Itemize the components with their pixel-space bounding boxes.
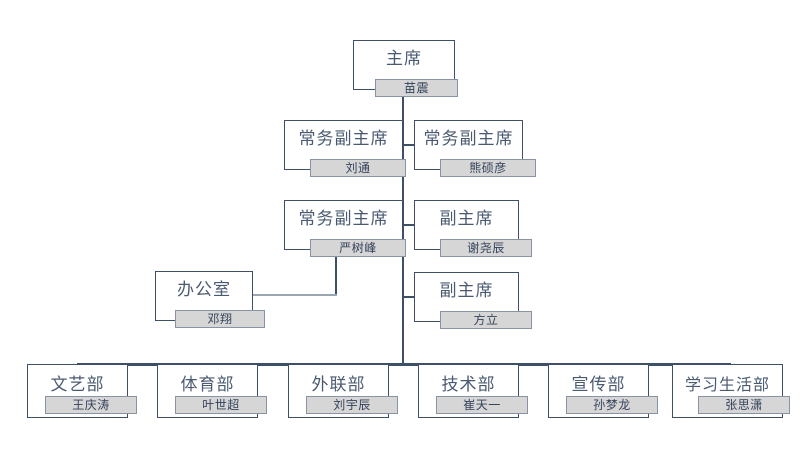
node-dept-sports-name: 叶世超 [202,398,240,412]
node-office-name: 邓翔 [207,312,233,326]
node-dept-sports-title: 体育部 [180,374,235,395]
trunk-vertical-line [402,90,404,365]
node-dept-arts-name: 王庆涛 [72,398,110,412]
node-dept-tech-name-box: 崔天一 [436,396,528,414]
node-dept-tech-name: 崔天一 [463,398,501,412]
connector-vice-2 [403,296,415,298]
node-vice-1-name-box: 谢尧辰 [440,239,532,257]
node-dept-arts-name-box: 王庆涛 [45,396,137,414]
node-exec-vice-2-title: 常务副主席 [423,128,514,149]
node-dept-outreach[interactable]: 外联部 刘宇辰 [288,364,398,420]
node-vice-1-title: 副主席 [439,208,494,229]
node-dept-tech[interactable]: 技术部 崔天一 [418,364,528,420]
node-chairman-title: 主席 [386,48,422,69]
connector-exec-vice-1 [403,144,415,146]
node-exec-vice-2[interactable]: 常务副主席 熊硕彦 [414,120,536,178]
office-elbow-horizontal [252,294,337,296]
node-vice-1[interactable]: 副主席 谢尧辰 [414,200,532,258]
node-dept-study-life[interactable]: 学习生活部 张思潇 [672,364,790,420]
node-office[interactable]: 办公室 邓翔 [155,271,265,329]
node-dept-outreach-name: 刘宇辰 [333,398,371,412]
node-dept-publicity[interactable]: 宣传部 孙梦龙 [548,364,658,420]
node-dept-publicity-name: 孙梦龙 [593,398,631,412]
node-exec-vice-1-name-box: 刘通 [310,159,406,177]
node-exec-vice-2-name-box: 熊硕彦 [440,159,536,177]
node-exec-vice-1[interactable]: 常务副主席 刘通 [284,120,406,178]
node-exec-vice-1-title: 常务副主席 [298,128,389,149]
node-dept-study-life-name-box: 张思潇 [698,396,790,414]
node-exec-vice-3-name-box: 严树峰 [310,239,406,257]
node-dept-study-life-title: 学习生活部 [684,375,770,394]
node-vice-2[interactable]: 副主席 方立 [414,272,532,330]
department-bus-bar [77,363,731,366]
node-exec-vice-3-title: 常务副主席 [298,208,389,229]
node-dept-publicity-name-box: 孙梦龙 [566,396,658,414]
node-dept-arts[interactable]: 文艺部 王庆涛 [27,364,137,420]
node-dept-outreach-name-box: 刘宇辰 [306,396,398,414]
node-office-title: 办公室 [177,279,231,300]
node-dept-arts-title: 文艺部 [50,374,105,395]
node-exec-vice-3[interactable]: 常务副主席 严树峰 [284,200,406,258]
node-vice-2-name: 方立 [473,313,499,327]
node-dept-publicity-title: 宣传部 [571,374,626,395]
node-dept-sports-name-box: 叶世超 [175,396,267,414]
node-vice-1-name: 谢尧辰 [467,241,505,255]
node-dept-study-life-name: 张思潇 [725,398,763,412]
node-office-name-box: 邓翔 [175,310,265,328]
node-exec-vice-3-name: 严树峰 [339,241,377,255]
node-dept-tech-title: 技术部 [441,374,496,395]
office-elbow-vertical [335,248,337,296]
node-vice-2-title: 副主席 [439,280,494,301]
node-exec-vice-1-name: 刘通 [345,161,371,175]
node-chairman-name-box: 苗震 [375,79,458,97]
node-dept-sports[interactable]: 体育部 叶世超 [157,364,267,420]
node-exec-vice-2-name: 熊硕彦 [469,161,507,175]
node-chairman[interactable]: 主席 苗震 [353,40,458,98]
node-dept-outreach-title: 外联部 [311,374,366,395]
node-chairman-name: 苗震 [403,81,429,95]
node-vice-2-name-box: 方立 [440,311,532,329]
node-dept-arts-title-box: 文艺部 [27,364,128,418]
connector-vice-1 [403,224,415,226]
